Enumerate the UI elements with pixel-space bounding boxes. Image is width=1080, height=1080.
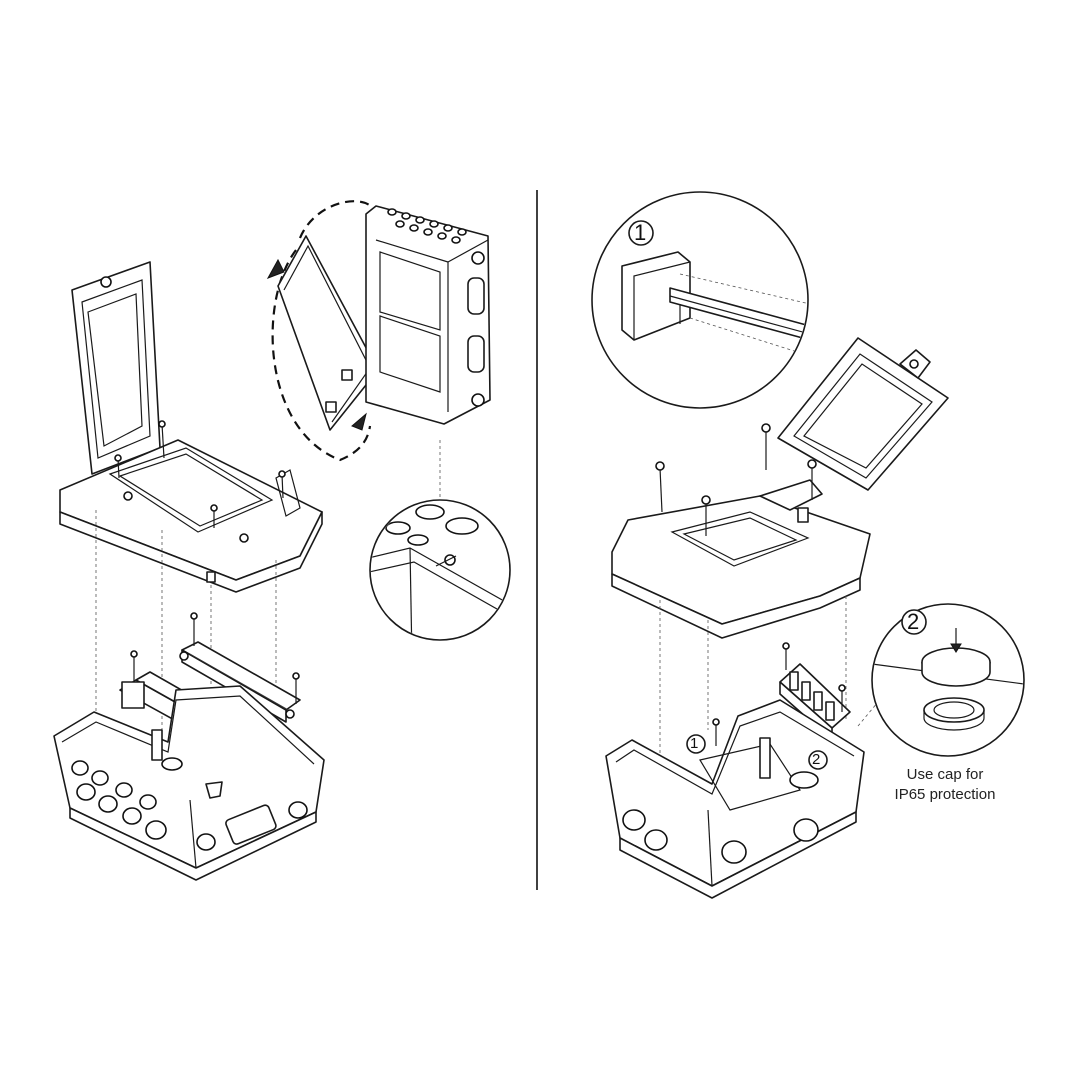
left-lid-window (71, 261, 161, 475)
right-lid-base (611, 423, 871, 639)
callout-small-2: 2 (812, 751, 821, 768)
right-enclosure-base (605, 699, 865, 899)
right-lid-window (777, 337, 949, 491)
callout-number-1: 1 (634, 220, 647, 245)
left-door-assembly (266, 200, 491, 462)
right-detail-circle-1 (591, 191, 809, 409)
left-detail-circle (369, 499, 511, 641)
ip65-note: Use cap for IP65 protection (880, 765, 1010, 805)
left-guide-lines (95, 440, 441, 800)
left-enclosure-base (53, 685, 325, 881)
ip65-note-line-2: IP65 protection (894, 786, 996, 803)
ip65-note-line-1: Use cap for (906, 766, 984, 783)
right-detail-circle-2 (871, 603, 1025, 757)
right-guide-lines (659, 596, 889, 760)
left-lid-base (59, 420, 323, 593)
callout-small-1: 1 (690, 735, 699, 752)
callout-number-2: 2 (907, 609, 920, 634)
